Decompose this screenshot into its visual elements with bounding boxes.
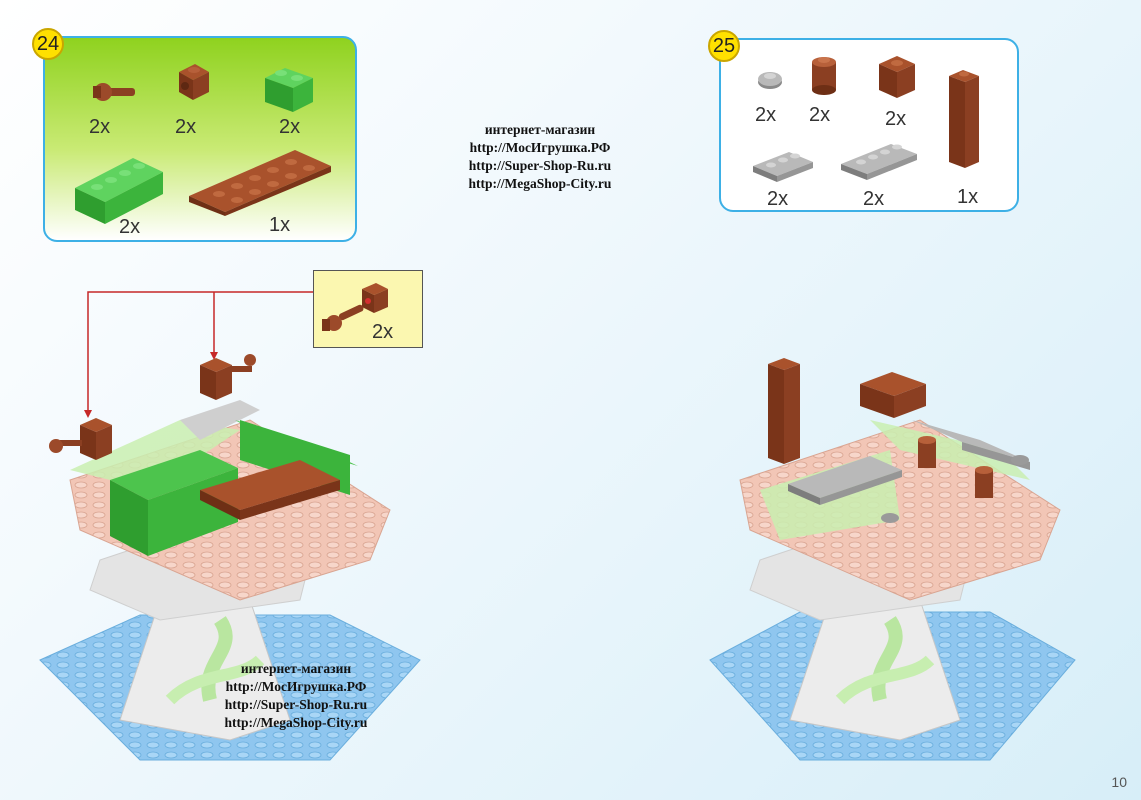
green-1x4-brick-part [75,158,163,224]
step-number-badge: 25 [708,30,740,62]
gray-1x4-plate-part [841,144,917,180]
step-number-badge: 24 [32,28,64,60]
brown-1x1x5-column-part [949,70,979,168]
part-qty: 2x [89,116,111,138]
part-qty: 2x [863,188,885,210]
watermark-line: интернет-магазин [484,122,596,137]
brown-1x1-brick-side-stud-part [179,64,209,100]
watermark-link[interactable]: http://Super-Shop-Ru.ru [468,158,612,173]
callout-qty: 2x [372,321,394,343]
part-qty: 1x [957,186,979,208]
part-qty: 2x [119,216,141,238]
brown-1x1-round-brick-part [812,57,836,95]
watermark-block: интернет-магазин http://МосИгрушка.РФ ht… [196,660,396,732]
watermark-link[interactable]: http://MegaShop-City.ru [224,715,368,730]
page-number: 10 [1111,774,1127,790]
step-24-model [39,354,421,761]
callout-arrows [87,291,313,410]
arrow-head [210,352,218,360]
part-qty: 2x [279,116,301,138]
part-qty: 2x [175,116,197,138]
subassembly-callout: 2x [313,270,423,348]
part-qty: 2x [767,188,789,210]
part-qty: 2x [885,108,907,130]
watermark-block: интернет-магазин http://МосИгрушка.РФ ht… [440,121,640,193]
step-24-parts-panel: 24 2x 2x 2x 2x [32,28,357,242]
gray-1x3-plate-part [753,152,813,182]
clip-and-brick-subassembly [322,283,388,331]
watermark-line: интернет-магазин [240,661,352,676]
step-25-model [709,358,1076,761]
green-curved-brick-part [265,68,313,112]
arrow-head [84,410,92,418]
part-qty: 1x [269,214,291,236]
brown-2x6-plate-part [189,150,331,216]
watermark-link[interactable]: http://МосИгрушка.РФ [225,679,367,694]
brown-1x2-brick-part [879,56,915,98]
brown-clip-arm-part [93,83,135,101]
watermark-link[interactable]: http://Super-Shop-Ru.ru [224,697,368,712]
watermark-link[interactable]: http://MegaShop-City.ru [468,176,612,191]
part-qty: 2x [809,104,831,126]
watermark-link[interactable]: http://МосИгрушка.РФ [469,140,611,155]
part-qty: 2x [755,104,777,126]
gray-1x1-round-plate-part [758,72,782,89]
step-25-parts-panel: 25 2x 2x 2x 1x 2x [708,30,1019,212]
